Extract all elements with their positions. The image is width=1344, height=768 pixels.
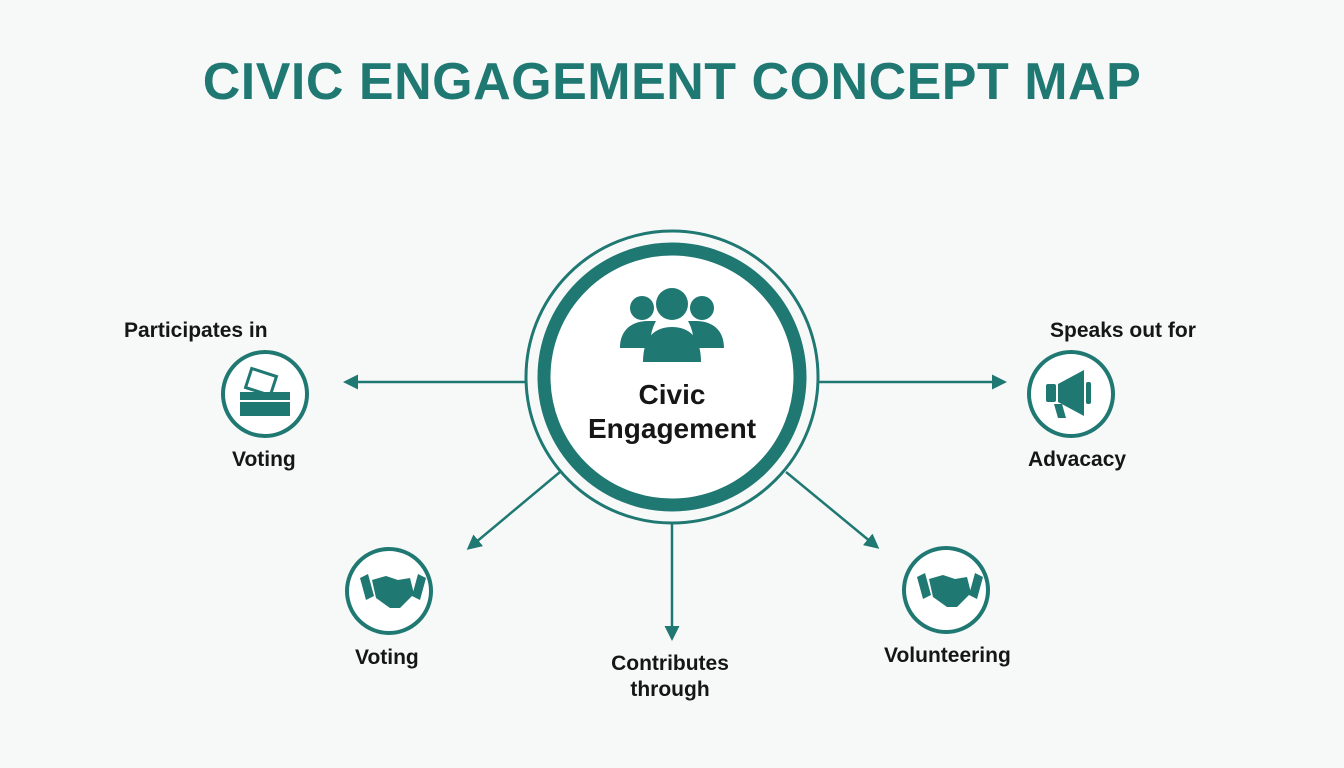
voting-node-bottom	[345, 547, 433, 635]
advocacy-node	[1027, 350, 1115, 438]
volunteering-node	[902, 546, 990, 634]
voting-node-left	[221, 350, 309, 438]
center-label-line2: Engagement	[587, 413, 757, 444]
relation-label-contributes-line1: Contributes	[611, 652, 729, 675]
connector-bottom-right	[785, 471, 880, 549]
connector-bottom-left	[466, 471, 561, 550]
ballot-box-icon	[240, 366, 290, 416]
node-label-voting-bottom: Voting	[355, 646, 419, 669]
page-title: CIVIC ENGAGEMENT CONCEPT MAP	[202, 53, 1142, 111]
node-label-volunteering: Volunteering	[884, 644, 1011, 667]
relation-label-contributes: Contributes through	[600, 651, 740, 703]
relation-label-contributes-line2: through	[630, 678, 710, 701]
node-label-advocacy: Advacacy	[1028, 448, 1127, 471]
megaphone-icon	[1046, 370, 1091, 418]
center-node	[524, 229, 820, 525]
relation-label-speaks-out: Speaks out for	[1050, 319, 1196, 342]
handshake-icon	[917, 573, 983, 607]
handshake-icon	[360, 574, 426, 608]
relation-label-participates: Participates in	[124, 319, 268, 342]
people-group-icon	[620, 288, 724, 362]
center-label: Civic Engagement	[552, 378, 792, 446]
center-label-line1: Civic	[638, 379, 706, 410]
node-label-voting-left: Voting	[232, 448, 296, 471]
